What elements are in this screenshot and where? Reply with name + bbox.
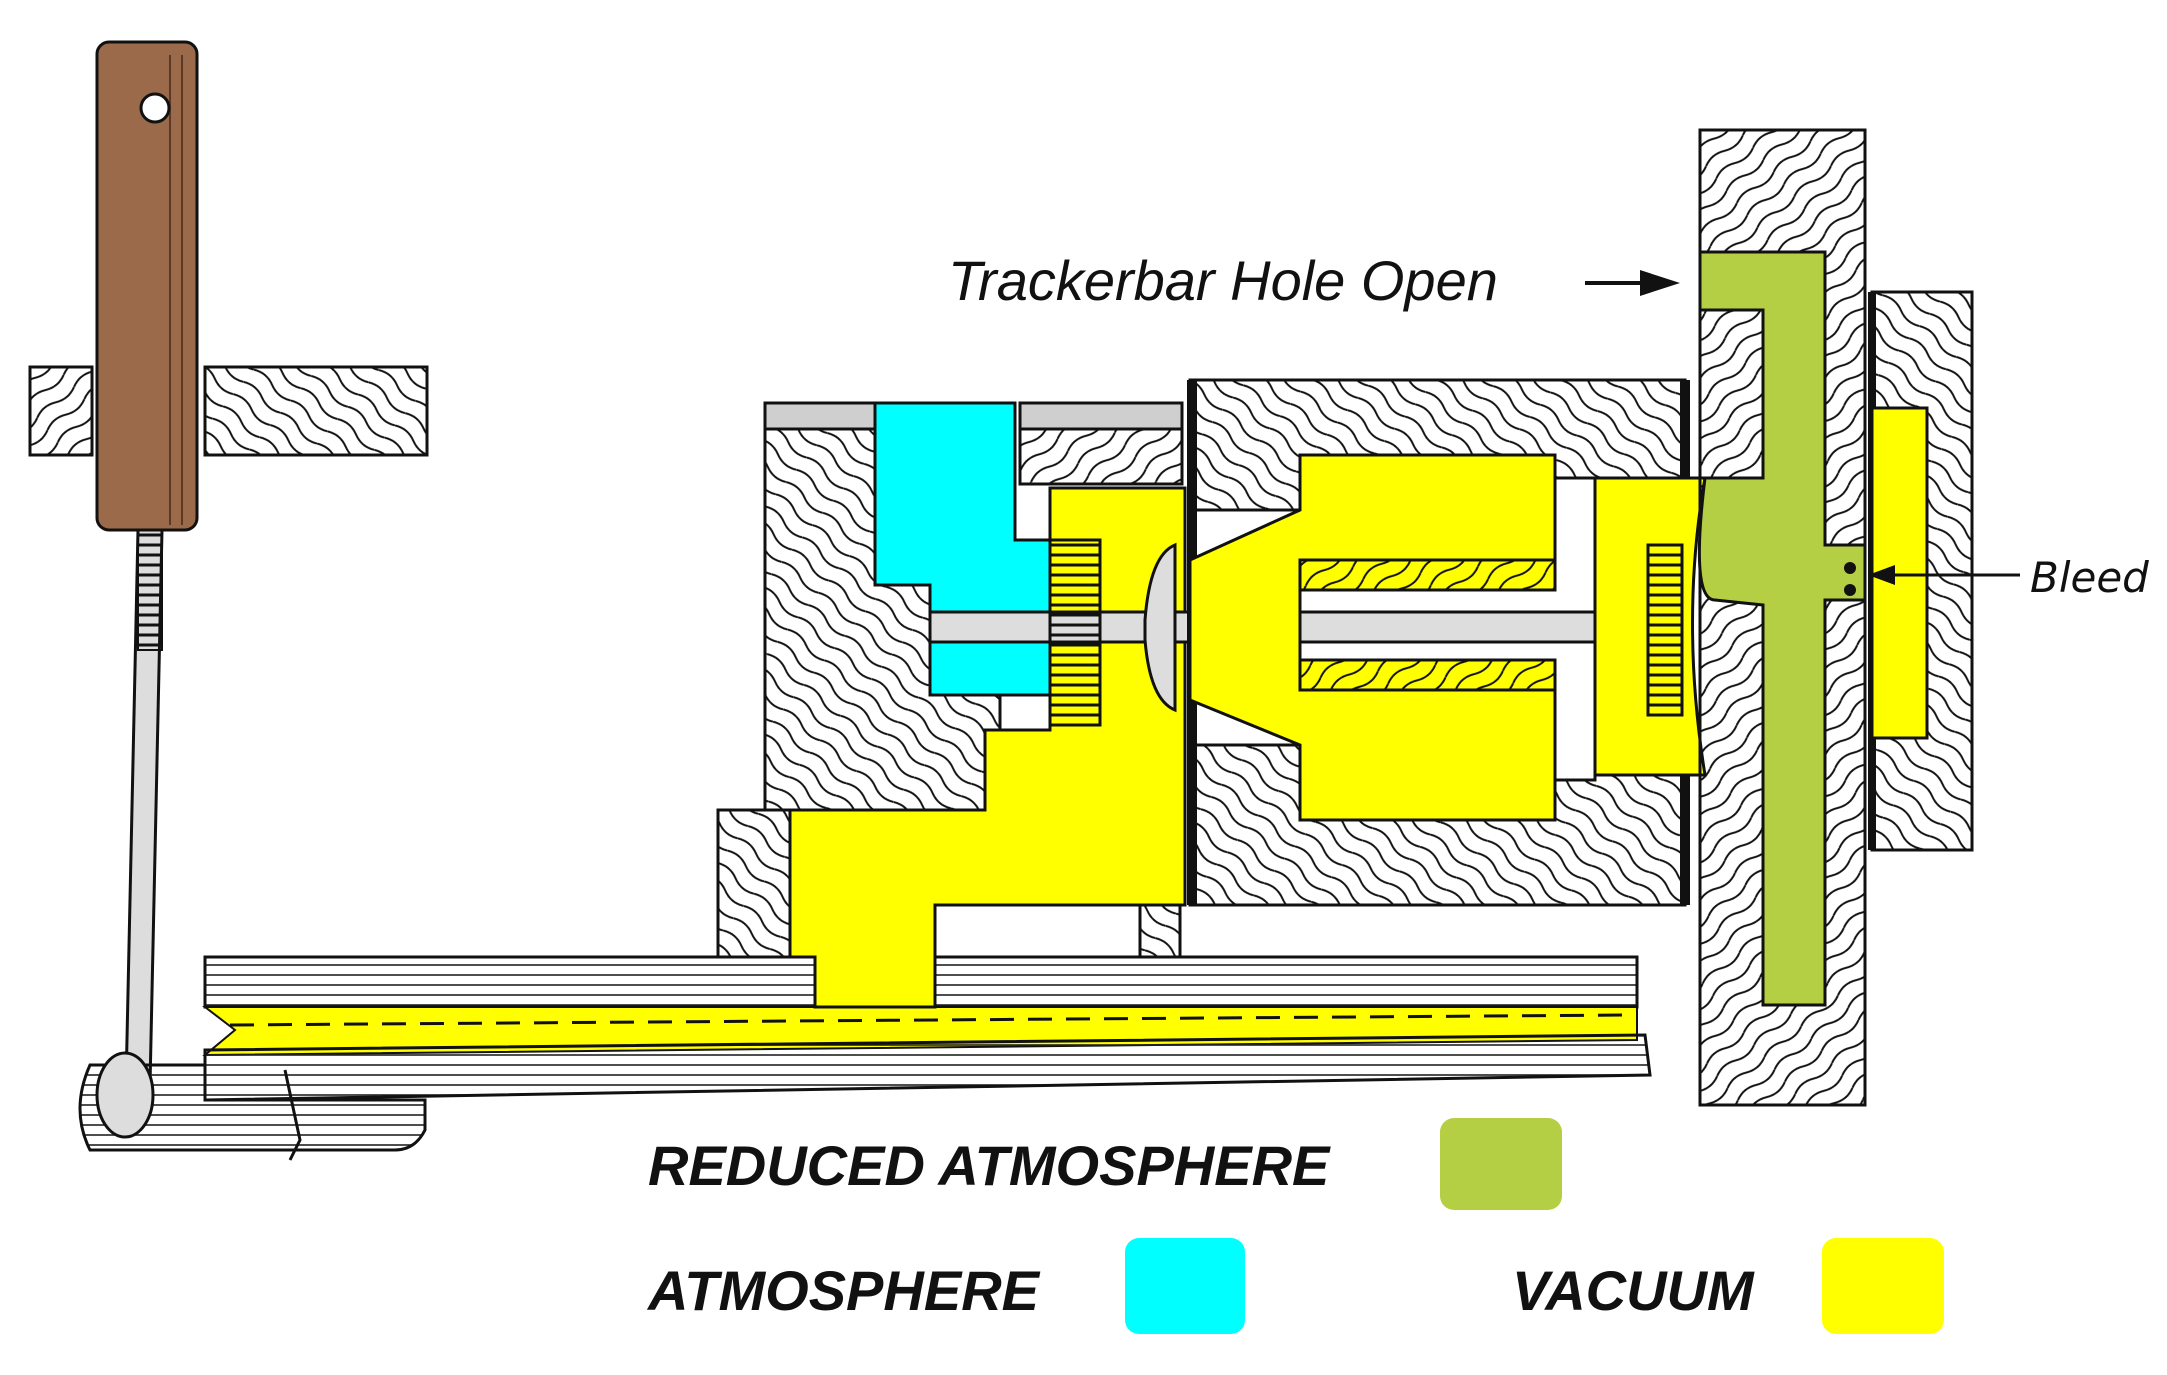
legend: REDUCED ATMOSPHERE ATMOSPHERE VACUUM [646, 1118, 1944, 1334]
reduced-atmosphere-channel [1697, 250, 1867, 1007]
annotation-arrows [1585, 270, 2020, 585]
pouch-board-top-left [203, 955, 817, 1009]
valve-seat-cone [1143, 542, 1177, 713]
push-rod-hole [139, 92, 171, 124]
hinge-block [78, 1063, 427, 1152]
valve-disc-right [1646, 543, 1684, 717]
legend-swatch-vacuum [1822, 1238, 1944, 1334]
legend-swatch-atmosphere [1125, 1238, 1245, 1334]
rod-pivot [95, 1051, 155, 1139]
trackerbar-block-group [1697, 128, 1974, 1107]
guide-rail-left [28, 365, 94, 457]
pouch-board-top-right [933, 955, 1639, 1009]
bleed-label: Bleed [2030, 553, 2149, 602]
valve-block-group [716, 378, 1707, 1009]
gasket-left [763, 401, 877, 431]
lower-step-block [716, 808, 792, 959]
legend-label-reduced-atmosphere: REDUCED ATMOSPHERE [648, 1134, 1331, 1197]
legend-label-vacuum: VACUUM [1512, 1259, 1755, 1322]
arrow-left-icon [1868, 565, 1895, 585]
upper-mid-block [1018, 427, 1184, 486]
guide-rail-group [28, 365, 429, 457]
arrow-right-icon [1640, 270, 1680, 296]
legend-swatch-reduced-atmosphere [1440, 1118, 1562, 1210]
guide-rail-right [203, 365, 429, 457]
push-rod-group [95, 40, 199, 1087]
bleed-hole [1844, 562, 1856, 574]
trackerbar-label: Trackerbar Hole Open [948, 249, 1498, 312]
legend-label-atmosphere: ATMOSPHERE [646, 1259, 1041, 1322]
valve-disc-left [1048, 538, 1102, 727]
gasket-right [1018, 401, 1184, 431]
